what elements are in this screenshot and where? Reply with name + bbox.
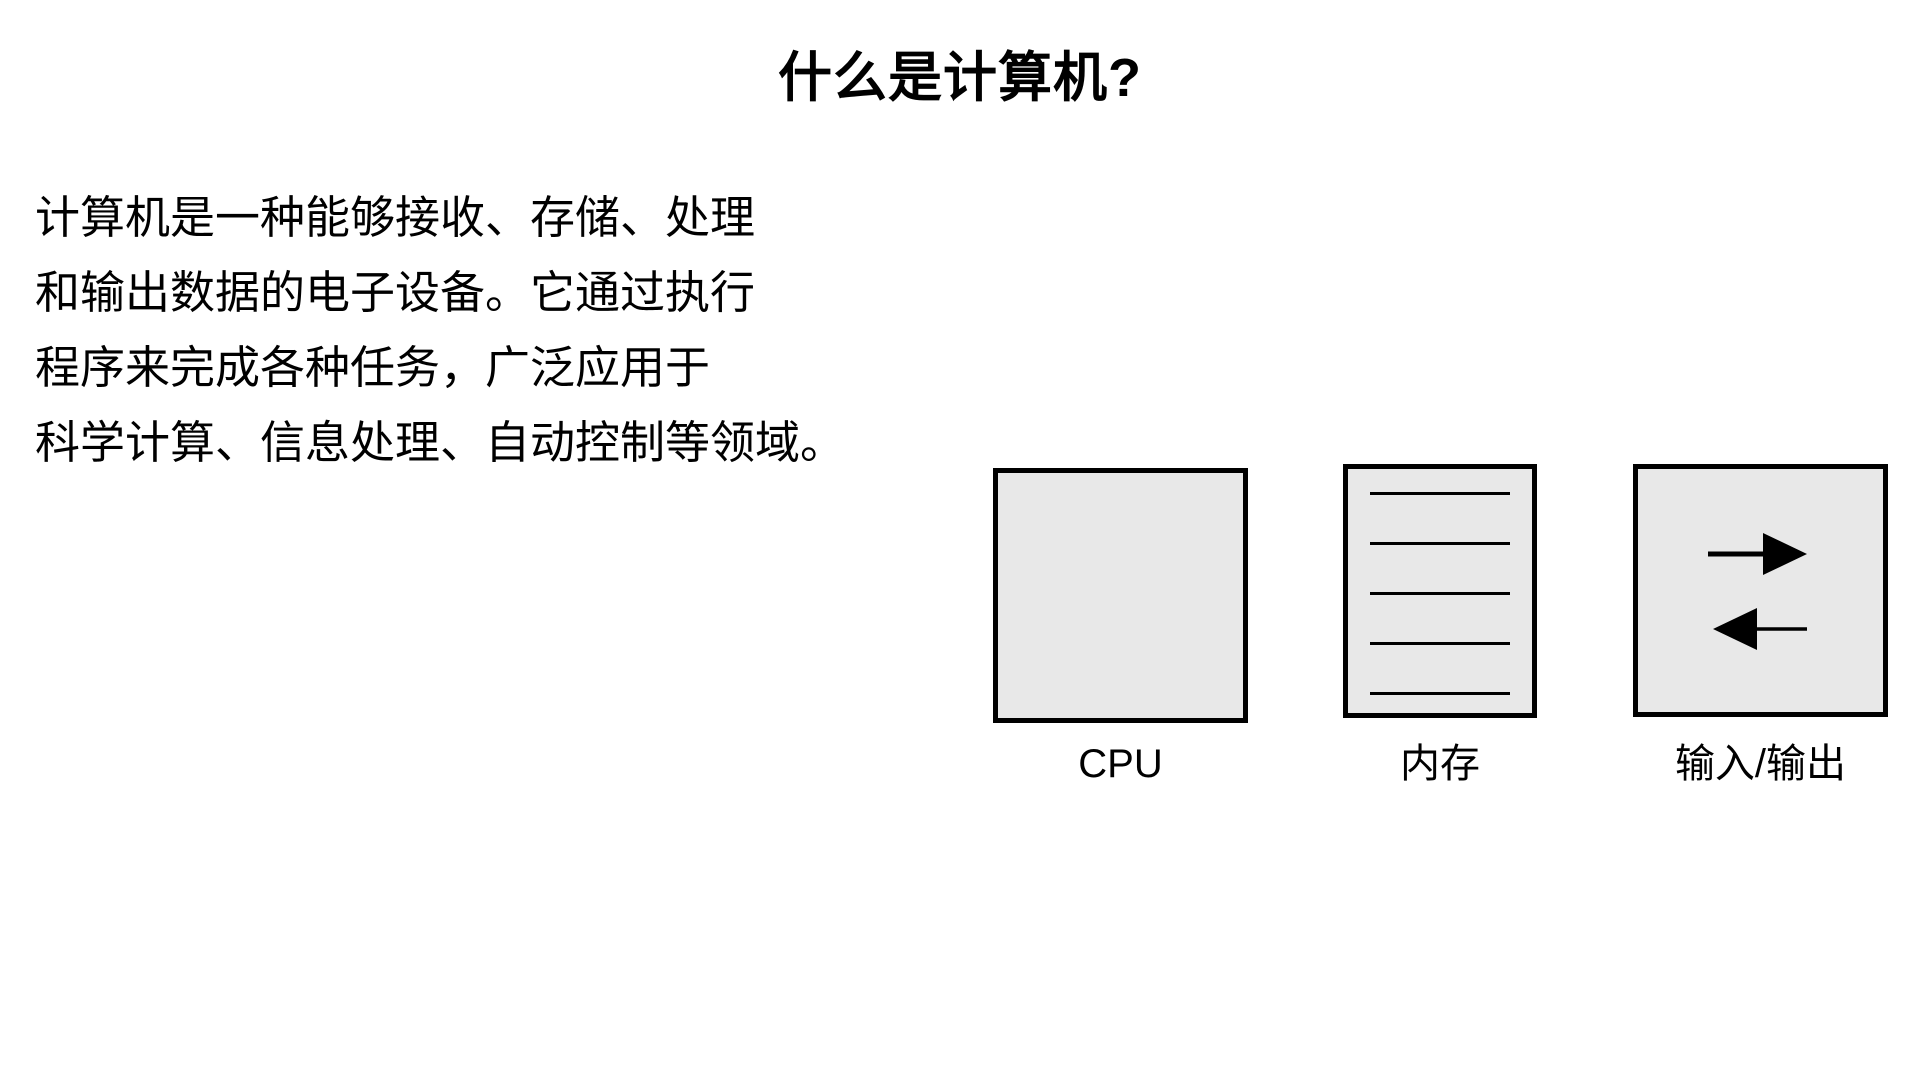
cpu-box-label: CPU [1078,742,1163,786]
paragraph-line-3: 程序来完成各种任务，广泛应用于 [35,342,711,393]
memory-box [1343,464,1537,718]
paragraph-line-2: 和输出数据的电子设备。它通过执行 [35,267,756,318]
memory-cell-line [1370,642,1510,645]
paragraph-line-1: 计算机是一种能够接收、存储、处理 [35,192,756,243]
memory-box-label: 内存 [1400,742,1480,786]
paragraph-line-4: 科学计算、信息处理、自动控制等领域。 [35,417,846,468]
memory-cell-line [1370,542,1510,545]
input-arrow-right-icon [1708,533,1807,575]
page-title: 什么是计算机? [778,48,1142,108]
memory-cell-line [1370,692,1510,695]
output-arrow-left-icon [1713,608,1807,650]
cpu-box [993,468,1248,723]
io-box [1633,464,1888,717]
memory-cell-line [1370,492,1510,495]
io-arrows [1708,533,1807,650]
io-box-label: 输入/输出 [1674,742,1847,786]
intro-paragraph: 计算机是一种能够接收、存储、处理 和输出数据的电子设备。它通过执行 程序来完成各… [35,180,955,480]
memory-cell-line [1370,592,1510,595]
